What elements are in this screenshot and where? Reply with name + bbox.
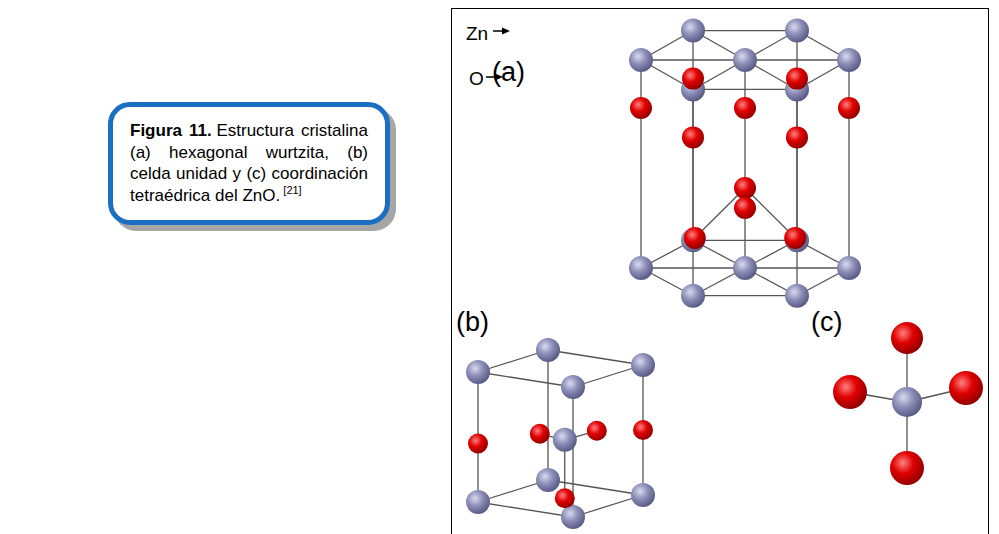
zinc-atom bbox=[785, 19, 809, 43]
oxygen-atom bbox=[682, 126, 704, 148]
zinc-atom bbox=[561, 505, 585, 529]
zinc-atom bbox=[681, 284, 705, 308]
bond-line bbox=[640, 108, 641, 268]
oxygen-atom bbox=[890, 451, 924, 485]
oxygen-atom bbox=[734, 197, 756, 219]
oxygen-atom bbox=[734, 97, 756, 119]
zinc-atom bbox=[785, 284, 809, 308]
oxygen-atom bbox=[555, 488, 575, 508]
oxygen-atom bbox=[786, 68, 808, 90]
oxygen-atom bbox=[949, 371, 983, 405]
oxygen-atom bbox=[682, 68, 704, 90]
zinc-atom bbox=[629, 256, 653, 280]
bond-line bbox=[547, 350, 548, 480]
bond-line bbox=[744, 60, 745, 268]
zinc-atom bbox=[631, 483, 655, 507]
oxygen-atom bbox=[684, 227, 706, 249]
zinc-atom bbox=[536, 468, 560, 492]
oxygen-atom bbox=[786, 126, 808, 148]
bond-line bbox=[693, 295, 797, 296]
bond-line bbox=[796, 79, 797, 241]
figure-frame: Zn(a) O (b) (c) bbox=[451, 8, 989, 534]
oxygen-atom bbox=[530, 424, 550, 444]
zinc-atom bbox=[466, 490, 490, 514]
oxygen-atom bbox=[587, 421, 607, 441]
zinc-atom bbox=[629, 48, 653, 72]
bond-line bbox=[548, 350, 643, 365]
zinc-atom bbox=[681, 19, 705, 43]
bond-line bbox=[478, 372, 573, 387]
zinc-atom bbox=[536, 338, 560, 362]
zinc-atom bbox=[837, 48, 861, 72]
oxygen-atom bbox=[630, 97, 652, 119]
figure-number: Figura 11. bbox=[130, 121, 212, 140]
oxygen-atom bbox=[468, 434, 488, 454]
bond-line bbox=[693, 30, 797, 31]
atom-label: Zn bbox=[466, 24, 488, 43]
oxygen-atom bbox=[633, 420, 653, 440]
oxygen-atom bbox=[833, 375, 867, 409]
panel-label: (a) bbox=[492, 59, 525, 86]
zinc-atom bbox=[733, 48, 757, 72]
zinc-atom bbox=[466, 360, 490, 384]
zinc-atom bbox=[561, 375, 585, 399]
caption-box: Figura 11.Estructura cristalina (a) hexa… bbox=[108, 102, 390, 225]
reference-number: [21] bbox=[283, 184, 301, 196]
bond-line bbox=[692, 79, 693, 241]
zinc-atom bbox=[733, 256, 757, 280]
bond-line bbox=[848, 108, 849, 268]
zinc-atom bbox=[553, 428, 577, 452]
bond-line bbox=[641, 267, 745, 268]
oxygen-atom bbox=[734, 177, 756, 199]
oxygen-atom bbox=[784, 227, 806, 249]
caption-paragraph: Figura 11.Estructura cristalina (a) hexa… bbox=[130, 120, 368, 206]
atom-label: O bbox=[469, 69, 484, 88]
oxygen-atom bbox=[891, 322, 923, 354]
zinc-atom bbox=[631, 353, 655, 377]
panel-label: (c) bbox=[811, 309, 842, 336]
zinc-atom bbox=[892, 387, 922, 417]
oxygen-atom bbox=[838, 97, 860, 119]
zinc-atom bbox=[837, 256, 861, 280]
panel-label: (b) bbox=[456, 309, 489, 336]
